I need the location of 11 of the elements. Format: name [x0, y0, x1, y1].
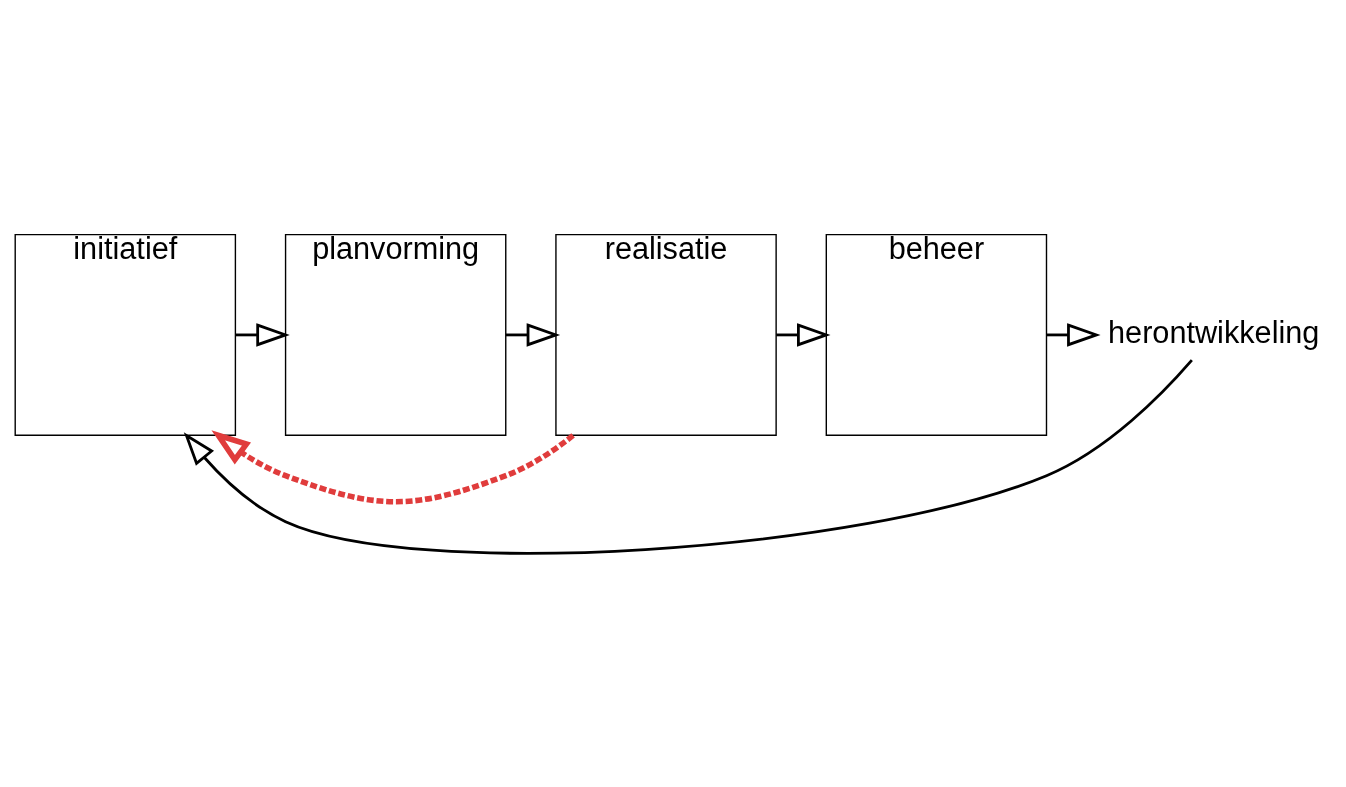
- arrow: [1046, 322, 1101, 347]
- arrow: [505, 322, 561, 347]
- node-box: initiatief: [14, 233, 237, 436]
- arrow: [235, 322, 290, 347]
- node-box: realisatie: [555, 233, 777, 436]
- arrow: [211, 429, 575, 504]
- node-box: beheer: [825, 233, 1048, 436]
- arrow: [776, 322, 831, 347]
- node-box: planvorming: [284, 233, 507, 436]
- node-text: herontwikkeling: [1108, 314, 1320, 349]
- arrow: [183, 358, 1193, 554]
